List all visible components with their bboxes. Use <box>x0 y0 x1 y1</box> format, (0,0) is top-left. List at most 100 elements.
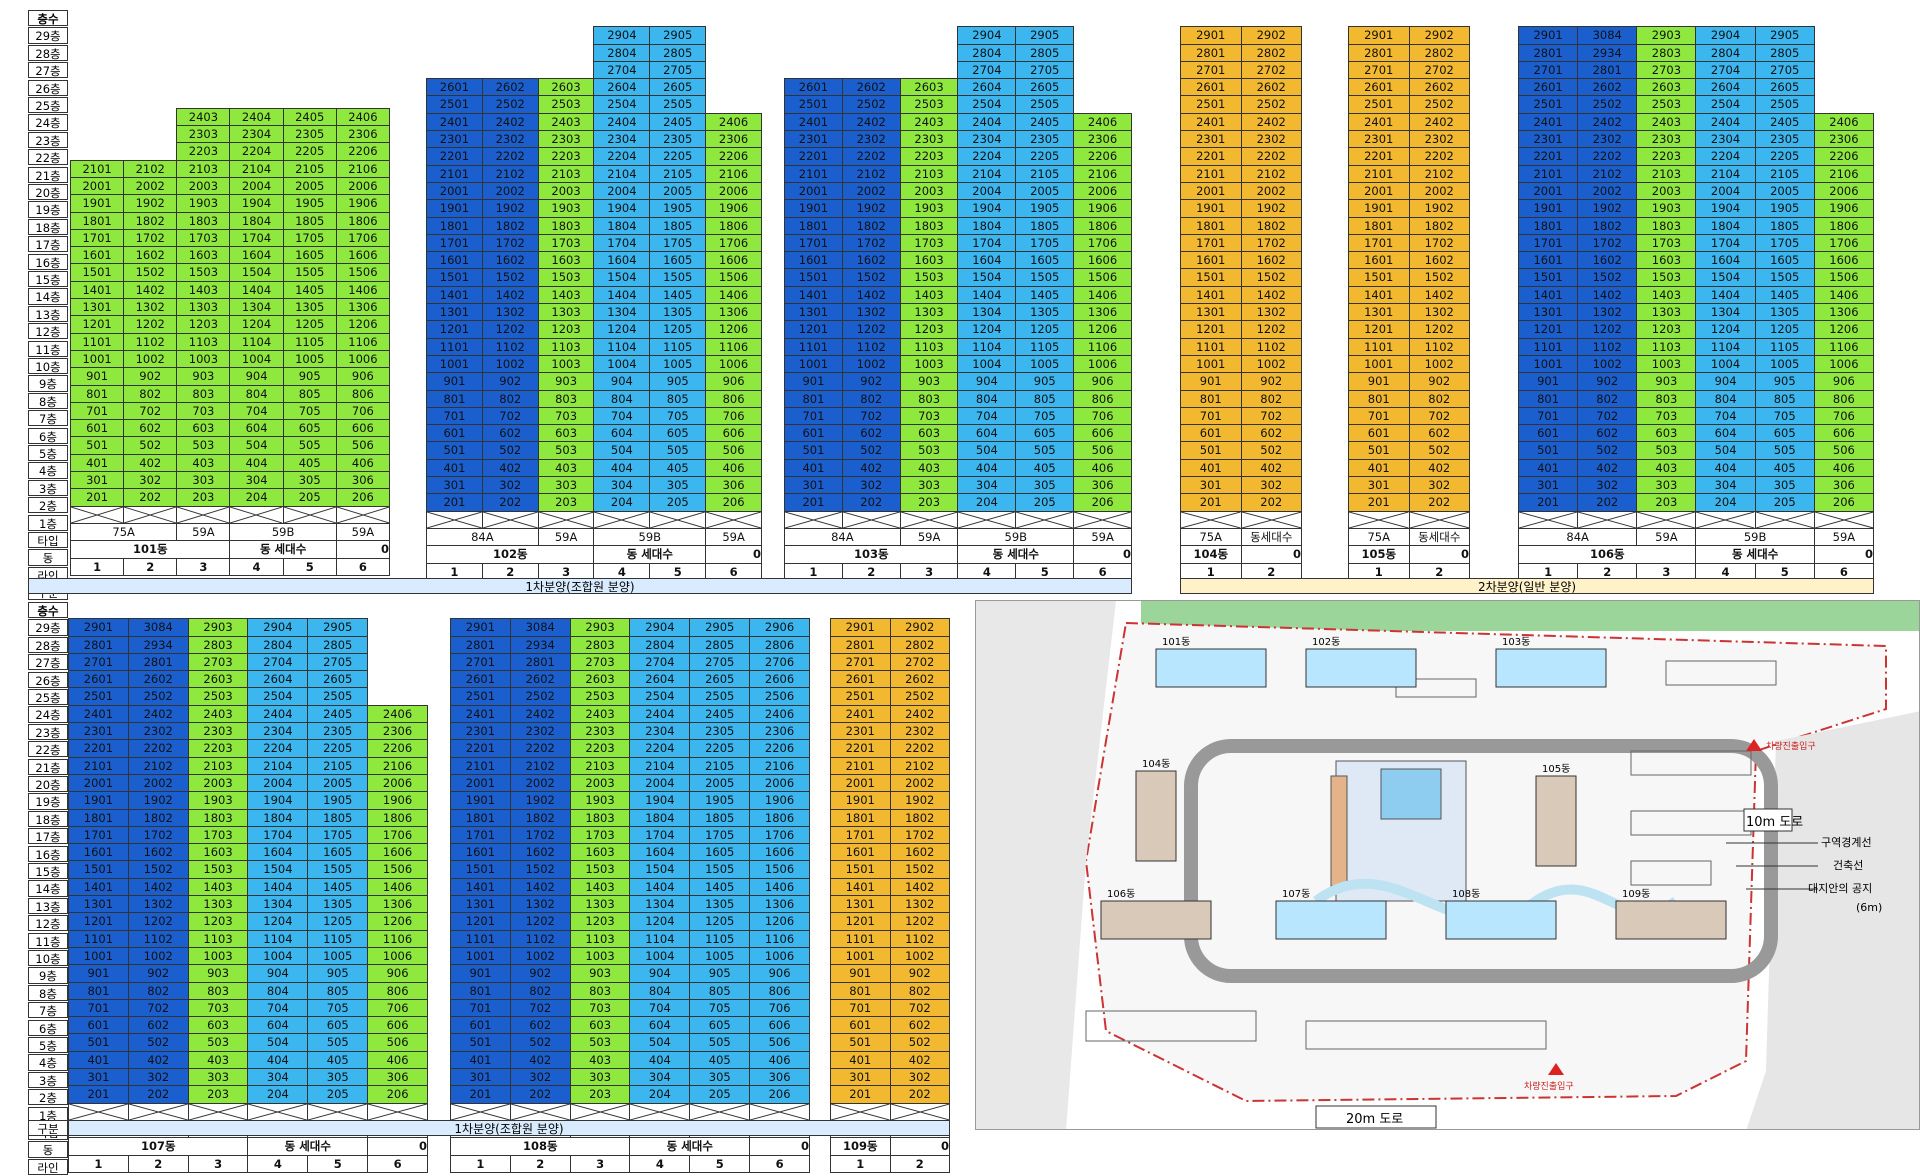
unit-cell: 702 <box>1577 406 1638 426</box>
unit-cell: 1302 <box>127 895 189 914</box>
unit-cell: 2303 <box>187 722 249 741</box>
unit-cell: 702 <box>1408 406 1470 426</box>
unit-cell: 2301 <box>1517 130 1579 149</box>
unit-cell: 2701 <box>1180 60 1242 80</box>
unit-cell: 505 <box>1754 441 1815 460</box>
unit-cell: 701 <box>830 998 891 1018</box>
pilotis-cell <box>1577 510 1638 529</box>
blank-cell <box>900 27 958 44</box>
blank-cell <box>1519 10 1578 27</box>
unit-cell: 2902 <box>1408 26 1470 45</box>
unit-cell: 502 <box>1240 441 1302 460</box>
unit-cell: 1105 <box>1754 337 1815 356</box>
unit-cell: 803 <box>187 981 249 1000</box>
unit-cell: 1805 <box>282 211 337 230</box>
unit-cell: 503 <box>899 441 959 460</box>
unit-cell: 2602 <box>1577 78 1638 97</box>
blank-cell <box>1814 79 1873 96</box>
blank-cell <box>124 59 177 75</box>
line-number-cell: 5 <box>282 557 337 576</box>
unit-cell: 605 <box>307 1016 369 1035</box>
unit-cell: 502 <box>481 441 539 460</box>
unit-cell: 201 <box>450 1085 511 1104</box>
floor-label: 17층 <box>28 236 68 253</box>
unit-cell: 504 <box>957 441 1017 460</box>
unit-cell: 1803 <box>569 808 631 827</box>
unit-cell: 2102 <box>127 756 189 775</box>
blank-cell <box>368 688 428 705</box>
unit-cell: 603 <box>187 1016 249 1035</box>
unit-cell: 1803 <box>537 216 595 235</box>
unit-cell: 704 <box>247 998 309 1018</box>
unit-cell: 702 <box>509 998 571 1018</box>
unit-type-cell: 59A <box>1813 527 1875 547</box>
unit-cell: 405 <box>1015 458 1075 478</box>
unit-cell: 1902 <box>127 791 189 810</box>
unit-cell: 1106 <box>335 332 391 351</box>
unit-cell: 2802 <box>1408 43 1470 62</box>
line-number-cell: 2 <box>1408 562 1470 581</box>
unit-cell: 2106 <box>1073 164 1132 183</box>
floor-label: 6층 <box>28 427 68 444</box>
unit-cell: 1702 <box>889 825 950 845</box>
unit-cell: 901 <box>830 964 891 983</box>
unit-cell: 2934 <box>509 635 571 654</box>
unit-cell: 1002 <box>481 354 539 374</box>
entrance-bottom-icon <box>1548 1063 1564 1075</box>
unit-cell: 801 <box>1348 389 1410 408</box>
blank-cell <box>750 602 810 619</box>
unit-cell: 1205 <box>689 912 751 931</box>
unit-cell: 501 <box>426 441 483 460</box>
unit-cell: 2902 <box>1240 26 1302 45</box>
unit-cell: 902 <box>481 372 539 391</box>
unit-cell: 1604 <box>247 843 309 862</box>
unit-cell: 1803 <box>1636 216 1697 235</box>
unit-cell: 1006 <box>749 946 810 966</box>
unit-cell: 1905 <box>307 791 369 810</box>
cross-hatch-icon <box>189 1104 247 1120</box>
unit-cell: 2005 <box>1015 181 1075 201</box>
blank-cell <box>336 75 389 91</box>
unit-cell: 1302 <box>509 895 571 914</box>
unit-cell: 1001 <box>1517 354 1579 374</box>
dong-units-label-cell: 동 세대수 <box>593 545 707 564</box>
unit-cell: 901 <box>1517 372 1579 391</box>
floor-label: 22층 <box>28 741 68 758</box>
unit-cell: 2502 <box>481 95 539 114</box>
unit-cell: 1205 <box>1754 320 1815 339</box>
blank-cell <box>706 27 762 44</box>
unit-cell: 205 <box>649 493 707 512</box>
site-building-label: 107동 <box>1282 888 1310 900</box>
blank-cell <box>1637 10 1696 27</box>
unit-cell: 706 <box>705 406 762 426</box>
unit-cell: 601 <box>1180 424 1242 443</box>
unit-cell: 1603 <box>176 246 231 265</box>
unit-cell: 1004 <box>1695 354 1756 374</box>
legend-lines <box>1726 842 1818 890</box>
unit-cell: 904 <box>247 964 309 983</box>
site-building-shape <box>1100 900 1212 940</box>
unit-cell: 1902 <box>1408 199 1470 218</box>
unit-cell: 1003 <box>569 946 631 966</box>
site-building-shape <box>1535 775 1577 867</box>
unit-cell: 1102 <box>123 332 178 351</box>
unit-cell: 2003 <box>187 773 249 793</box>
unit-cell: 1602 <box>481 251 539 270</box>
unit-cell: 201 <box>1348 493 1410 512</box>
unit-cell: 1302 <box>1577 303 1638 322</box>
unit-cell: 2901 <box>830 618 891 637</box>
unit-cell: 2504 <box>247 687 309 706</box>
unit-cell: 1701 <box>450 825 511 845</box>
unit-cell: 1005 <box>689 946 751 966</box>
unit-cell: 2205 <box>689 739 751 758</box>
